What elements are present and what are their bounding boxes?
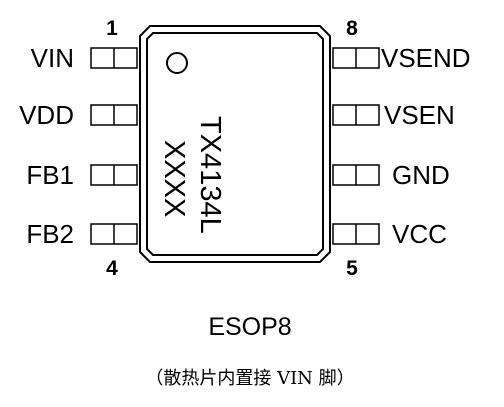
package-name: ESOP8 [208,313,291,341]
pin-label-fb2: FB2 [26,219,74,249]
right-pin-5 [332,223,380,245]
pin-label-gnd: GND [392,160,450,190]
pin1-marker [166,52,188,74]
chip-body-outer [139,25,331,263]
pin-label-vsen: VSEN [384,100,455,130]
chip-body-inner [146,32,324,256]
pin-label-vcc: VCC [392,219,447,249]
left-pin-3 [90,164,138,186]
right-pin-8 [332,47,380,69]
left-pin-2 [90,104,138,126]
pin-number-4: 4 [106,257,118,280]
right-pin-7 [332,104,380,126]
pin-label-vin: VIN [31,43,74,73]
left-pin-4 [90,223,138,245]
pin-label-vdd: VDD [19,100,74,130]
chip-date-code: XXXX [158,140,190,217]
package-note: （散热片内置接 VIN 脚） [145,368,354,389]
left-pin-1 [90,47,138,69]
chip-part-number: TX4134L [194,116,226,234]
right-pin-6 [332,164,380,186]
pin-number-1: 1 [106,17,118,40]
pin-number-8: 8 [346,17,358,40]
pin-label-fb1: FB1 [26,160,74,190]
pin-number-5: 5 [346,257,358,280]
pin-label-vsend: VSEND [381,43,471,73]
